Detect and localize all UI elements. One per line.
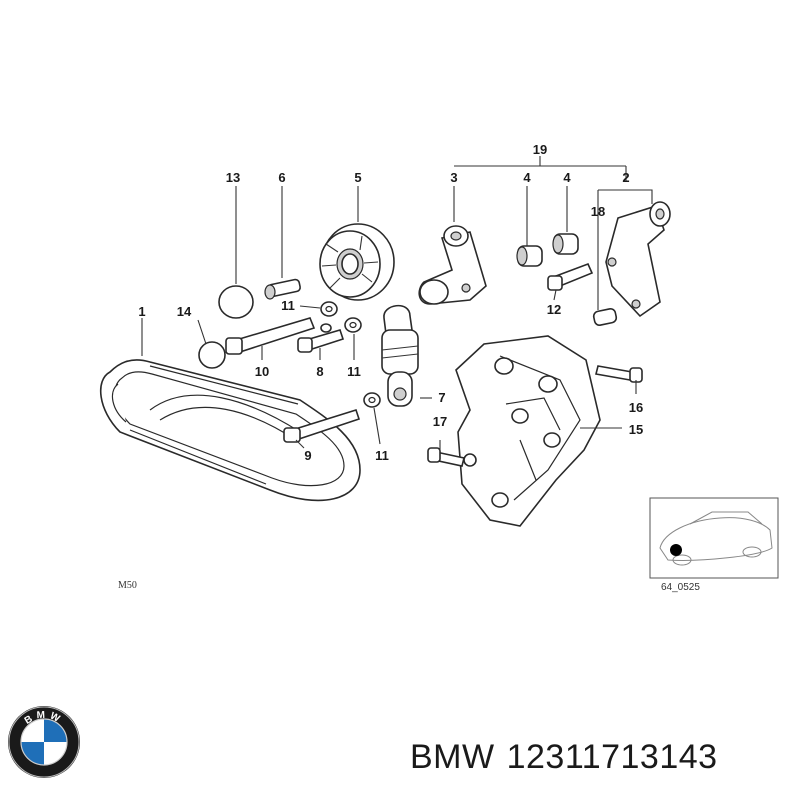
brand-part-number-caption: BMW 12311713143: [410, 738, 730, 777]
callout-3: 3: [450, 170, 457, 185]
callout-19: 19: [533, 142, 547, 157]
washer-11a-hole: [325, 305, 333, 313]
callout-4a: 4: [523, 170, 531, 185]
callout-18: 18: [591, 204, 605, 219]
main-bracket-15-part: [455, 335, 601, 527]
washer-small-part: [320, 323, 332, 333]
callout-labels: 13 6 5 3 4 4 19 2 18 1 14 11 10 8 11 7 1…: [138, 142, 643, 463]
illustration-id: 64_0525: [661, 582, 700, 593]
washer-11c-hole: [368, 396, 376, 404]
callout-11c: 11: [375, 448, 389, 463]
callout-7: 7: [438, 390, 445, 405]
bolt-16-part: [595, 365, 643, 383]
bushing-4a-part: [516, 245, 543, 267]
part-number: 12311713143: [506, 738, 718, 776]
tensioner-pulley-part: [319, 223, 395, 301]
engine-code-label: M50: [118, 580, 137, 591]
bolt-9-part: [283, 409, 361, 443]
tensioner-arm-part: [418, 225, 487, 305]
callout-1: 1: [138, 304, 145, 319]
callout-11a: 11: [281, 298, 295, 313]
callout-16: 16: [629, 400, 643, 415]
callout-9: 9: [304, 448, 311, 463]
drive-belt-part: [99, 359, 361, 502]
callout-2: 2: [622, 170, 629, 185]
vehicle-locator-inset: [649, 497, 779, 579]
cover-cap-part: [198, 341, 226, 369]
leader-lines: [141, 156, 653, 452]
mounting-bracket-2-part: [605, 201, 671, 318]
damper-7-part: [381, 304, 419, 407]
callout-4b: 4: [563, 170, 571, 185]
callout-6: 6: [278, 170, 285, 185]
bolt-6-part: [264, 278, 301, 300]
bushing-4b-part: [552, 233, 579, 255]
sleeve-18-part: [592, 307, 618, 327]
bolt-17-part: [427, 447, 465, 467]
bolt-12-part: [547, 262, 594, 291]
callout-10: 10: [255, 364, 269, 379]
callout-17: 17: [433, 414, 447, 429]
callout-15: 15: [629, 422, 643, 437]
long-bolt-10-part: [225, 317, 316, 355]
callout-11b: 11: [347, 364, 361, 379]
callout-5: 5: [354, 170, 361, 185]
bmw-logo-icon: BMW: [8, 706, 80, 778]
callout-14: 14: [177, 304, 192, 319]
callout-8: 8: [316, 364, 323, 379]
callout-12: 12: [547, 302, 561, 317]
callout-13: 13: [226, 170, 240, 185]
brand-name: BMW: [410, 738, 495, 776]
location-marker-icon: [670, 544, 682, 556]
washer-11b-hole: [349, 321, 357, 329]
cap-part: [218, 285, 254, 319]
bolt-8-part: [297, 329, 345, 353]
